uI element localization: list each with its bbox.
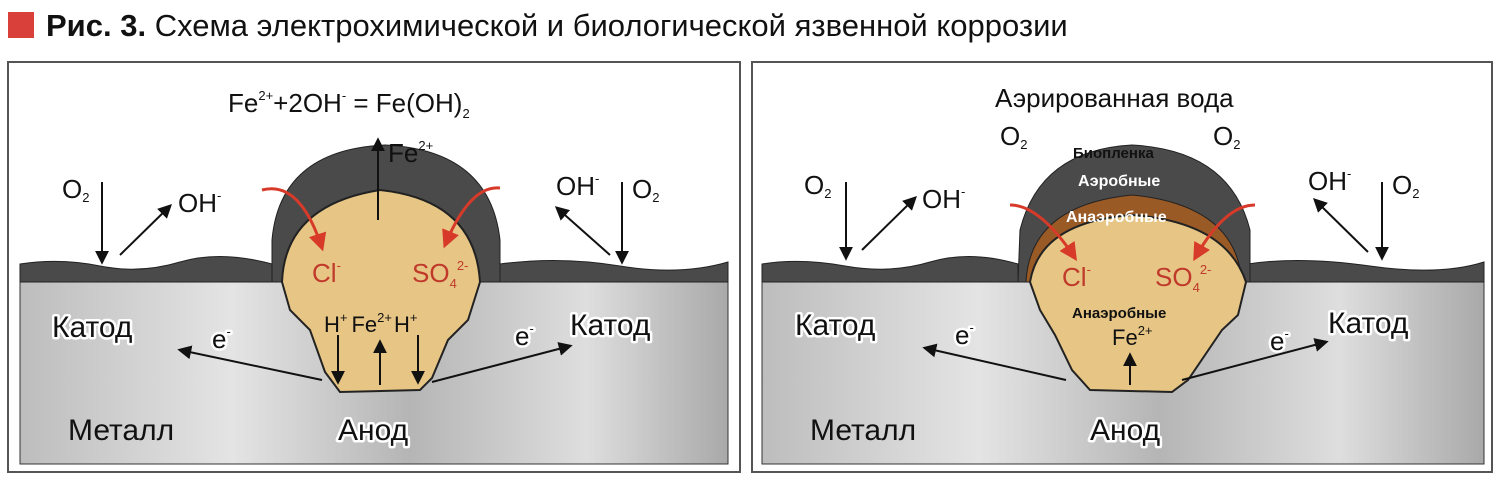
diagram-label: O2 [1213,121,1240,152]
diagram-label: Катод [1328,307,1408,340]
diagram-label: e- [515,321,534,351]
diagram-label: Металл [810,414,916,447]
diagram-label: O2 [1000,121,1027,152]
figure-title: Рис. 3. Схема электрохимической и биолог… [46,8,1068,43]
cathode-left: Катод [52,311,132,344]
surface-film [19,256,729,283]
diagram-label: OH- [178,188,221,218]
diagram-label: OH- [556,171,599,201]
diagram-label: e- [212,324,231,354]
diagram-label: Cl- [1062,262,1091,292]
diagram-label: Анаэробные [1066,209,1167,226]
diagram-label: OH- [1308,166,1351,196]
cathode-right: Катод [570,309,650,342]
diagram-label: SO42- [1155,262,1211,295]
arrow [1313,198,1369,253]
fe-ion-out: Fe2+ [388,138,433,168]
anode-label: Анод [338,414,408,447]
diagram-label: Аэробные [1078,173,1160,190]
title-marker [8,12,34,38]
diagram-label: H+Fe2+H+ [324,310,417,337]
arrow [922,343,1067,381]
diagram-label: SO42- [412,258,468,291]
diagram-label: O2 [804,170,831,201]
diagram-label: O2 [62,174,89,205]
arrow [119,204,172,256]
arrow [1181,338,1329,381]
diagram-label: Биопленка [1073,145,1154,162]
pit-electrolyte [1028,213,1248,394]
panel-electrochemical: Fe2++2OH- = Fe(OH)2 Fe2+ O2 OH- OH- O2 C… [7,61,741,473]
diagram-label: O2 [632,174,659,205]
diagram-label: e- [955,320,974,350]
arrow [177,345,323,381]
diagram-label: Fe2+ [1112,323,1153,350]
pit-electrolyte [280,188,482,394]
metal-label: Металл [68,414,174,447]
diagram-label: Аэрированная вода [995,83,1234,113]
diagram-label: Катод [795,309,875,342]
panel-biological: Аэрированная вода O2 O2 Биопленка Аэробн… [751,61,1493,473]
arrow [554,206,611,256]
diagram-label: e- [1270,326,1289,356]
diagram-label: O2 [1392,170,1419,201]
diagram-label: Cl- [312,258,341,288]
arrow [861,196,917,251]
diagram-label: OH- [922,184,965,214]
diagram-label: Анаэробные [1072,305,1166,322]
arrow [431,342,573,383]
reaction-equation: Fe2++2OH- = Fe(OH)2 [228,88,470,121]
diagram-label: Анод [1090,414,1160,447]
